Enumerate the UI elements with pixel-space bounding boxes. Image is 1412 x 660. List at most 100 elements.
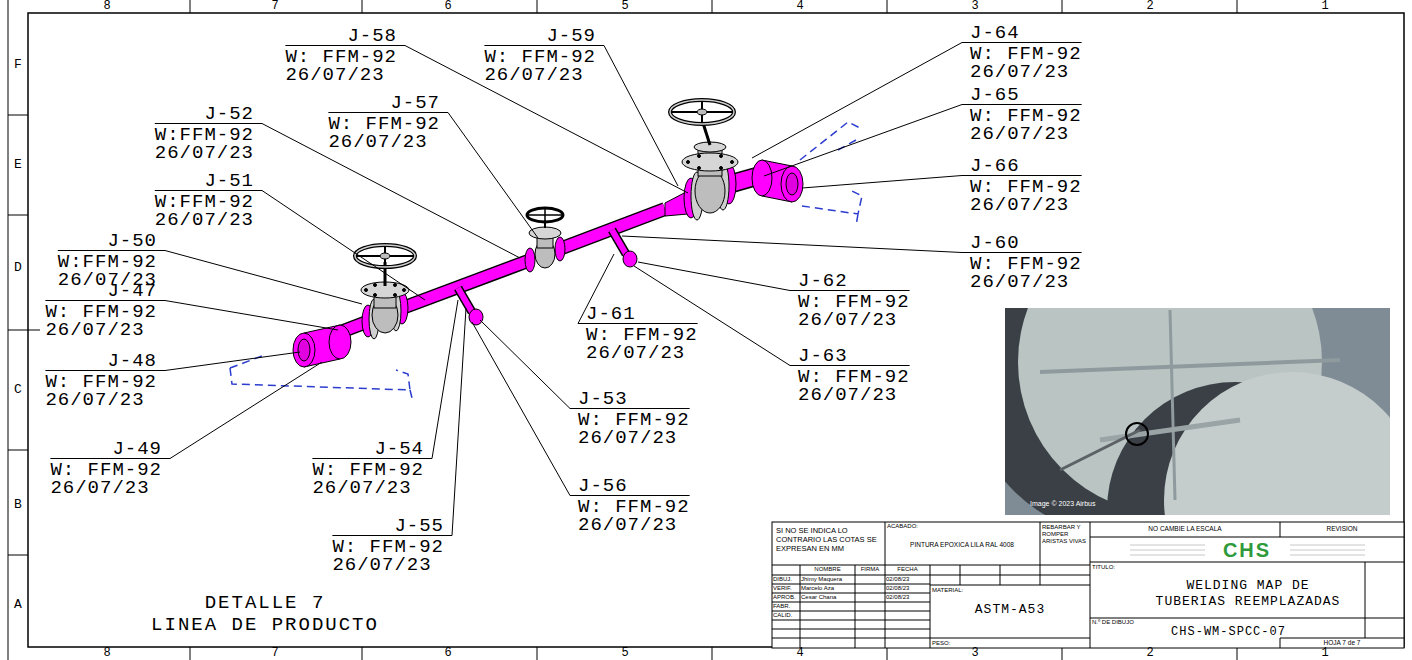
- gate-valve: [527, 208, 563, 222]
- leader-lines: [45, 43, 1081, 536]
- title-block: [772, 629, 930, 630]
- table-header: FECHA: [885, 566, 930, 573]
- weld-date: 26/07/23: [798, 386, 910, 404]
- welder-stamp: W: FFM-92: [970, 45, 1082, 63]
- weld-date: 26/07/23: [578, 429, 690, 447]
- grid-number: 8: [87, 0, 127, 13]
- welder-stamp: W:FFM-92: [155, 126, 254, 144]
- leader-line: [262, 124, 520, 259]
- joint-number: J-61: [586, 305, 698, 323]
- tee-fitting: [752, 160, 772, 196]
- weld-callout: J-60W: FFM-9226/07/23: [970, 234, 1082, 291]
- drawing-frame: [28, 330, 40, 331]
- weld-callout: J-63W: FFM-9226/07/23: [798, 347, 910, 404]
- leader-line: [622, 236, 962, 253]
- leader-line: [165, 251, 362, 305]
- drawing-frame: [190, 647, 191, 660]
- gate-valve: [355, 245, 415, 267]
- photo-watermark: Image © 2023 Airbus: [1030, 500, 1170, 508]
- title-block-field: PESO:: [932, 640, 972, 647]
- location-photo: [1170, 310, 1175, 500]
- callout-underline: [312, 458, 432, 459]
- gate-valve: [365, 289, 368, 292]
- table-cell: DIBUJ.: [773, 576, 800, 583]
- joint-number: J-49: [50, 440, 162, 458]
- title-block: [1040, 522, 1041, 565]
- drawing-frame: [712, 647, 713, 660]
- table-cell: Marcelo Aza: [801, 585, 855, 592]
- grid-letter: E: [8, 158, 28, 172]
- drawing-frame: [362, 647, 363, 660]
- table-cell: APROB.: [773, 594, 800, 601]
- drawing-frame: [8, 330, 28, 331]
- company-logo: CHS: [1090, 538, 1404, 562]
- leader-line: [752, 43, 962, 159]
- gate-valve: [374, 284, 377, 287]
- weld-callout: J-64 W: FFM-9226/07/23: [970, 24, 1082, 81]
- drawing-frame: [887, 647, 888, 660]
- drawing-number: CHS-WM-SPCC-07: [1092, 625, 1365, 639]
- joint-number: J-53: [578, 390, 690, 408]
- welder-stamp: W: FFM-92: [332, 538, 444, 556]
- logo-stripes: [1290, 550, 1365, 551]
- grid-number: 1: [1305, 647, 1345, 660]
- title-block: [772, 593, 930, 594]
- gate-valve: [698, 155, 701, 158]
- pipe-run: [458, 288, 472, 312]
- weld-callout: J-52W:FFM-9226/07/23: [155, 105, 254, 162]
- leader-line: [604, 46, 678, 187]
- weld-date: 26/07/23: [285, 66, 397, 84]
- welder-stamp: W:FFM-92: [155, 193, 254, 211]
- leader-line: [472, 322, 570, 496]
- title-block: [1090, 562, 1404, 563]
- joint-number: J-54: [312, 440, 424, 458]
- grid-letter: F: [8, 58, 28, 72]
- gate-valve: [720, 155, 723, 158]
- joint-number: J-60: [970, 234, 1082, 252]
- title-block-note: NO CAMBIE LA ESCALA: [1090, 525, 1280, 533]
- callout-underline: [45, 370, 165, 371]
- logo-stripes: [1130, 555, 1205, 556]
- welder-stamp: W: FFM-92: [285, 48, 397, 66]
- leader-line: [764, 105, 962, 177]
- pipe-run: [612, 230, 626, 254]
- weld-date: 26/07/23: [970, 63, 1082, 81]
- existing-pipe-outline: [800, 122, 862, 226]
- sheet-number: HOJA 7 de 7: [1280, 639, 1404, 647]
- pipe-run: [458, 288, 472, 312]
- weld-callout: J-56W: FFM-9226/07/23: [578, 477, 690, 534]
- welder-stamp: W: FFM-92: [484, 48, 596, 66]
- welder-stamp: W:FFM-92: [58, 253, 157, 271]
- title-block: [930, 638, 1090, 639]
- pipe-run: [612, 230, 626, 254]
- welder-stamp: W: FFM-92: [970, 255, 1082, 273]
- table-cell: Cesar Chana: [801, 594, 855, 601]
- weld-date: 26/07/23: [798, 311, 910, 329]
- location-photo: [1100, 420, 1240, 440]
- title-block-note: REBARBAR Y ROMPER ARISTAS VIVAS: [1042, 524, 1089, 546]
- pipe-run: [562, 209, 665, 248]
- drawing-frame: [1062, 647, 1063, 660]
- title-block: [772, 575, 930, 576]
- callout-underline: [962, 104, 1082, 105]
- welder-stamp: W: FFM-92: [312, 461, 424, 479]
- drawing-frame: [1237, 0, 1238, 13]
- callout-underline: [962, 42, 1082, 43]
- table-cell: FABR.: [773, 603, 800, 610]
- drawing-frame: [537, 0, 538, 13]
- gate-valve: [394, 294, 397, 297]
- drawing-frame: [8, 215, 28, 216]
- title-block: [1280, 522, 1281, 537]
- welder-stamp: W: FFM-92: [328, 115, 440, 133]
- tee-fitting: [781, 166, 803, 202]
- table-cell: Jhimy Maquera: [801, 576, 855, 583]
- joint-number: J-64: [970, 24, 1082, 42]
- drawing-frame: [28, 13, 1404, 647]
- gate-valve: [682, 153, 738, 171]
- title-block: [930, 585, 1090, 586]
- grid-number: 7: [255, 647, 295, 660]
- weld-date: 26/07/23: [586, 344, 698, 362]
- weld-date: 26/07/23: [45, 321, 157, 339]
- grid-number: 5: [605, 0, 645, 13]
